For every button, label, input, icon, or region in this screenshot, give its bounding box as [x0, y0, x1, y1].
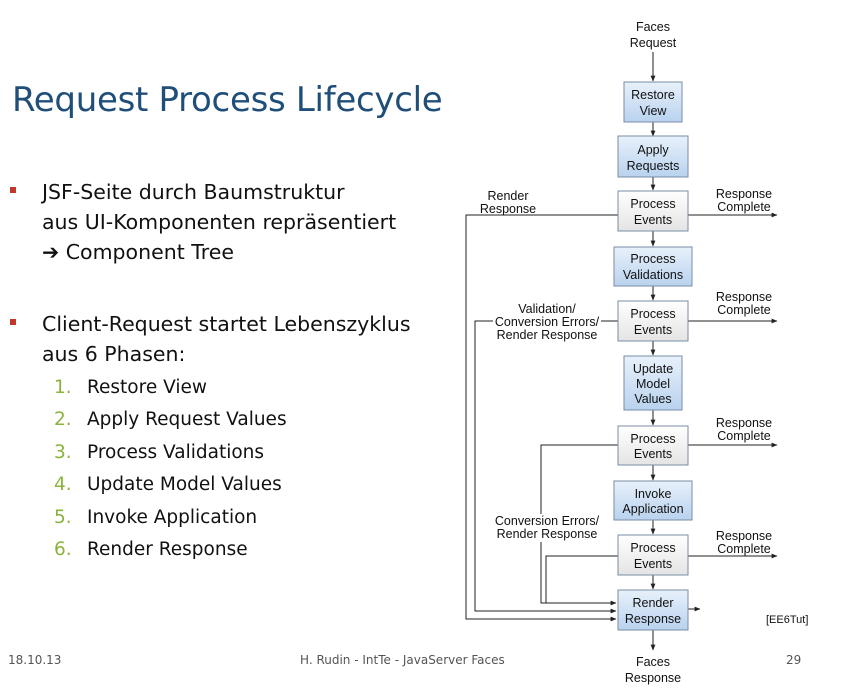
render-response-label: Render — [633, 596, 674, 610]
slide-title: Request Process Lifecycle — [12, 80, 443, 120]
invoke-application-label: Application — [622, 502, 683, 516]
response-complete-label: Complete — [717, 303, 771, 317]
render-response-box — [617, 589, 689, 631]
invoke-application-label: Invoke — [635, 487, 672, 501]
component-tree-text: Component Tree — [65, 240, 234, 264]
process-events-box — [617, 190, 689, 232]
restore-view-label: View — [640, 104, 668, 118]
apply-requests-box — [617, 135, 689, 178]
phase-label: Invoke Application — [87, 507, 258, 528]
process-events-label: Events — [634, 447, 672, 461]
conversion-errors-label: Conversion Errors/ — [495, 514, 600, 528]
render-response-label: Response — [625, 612, 681, 626]
arrow-right-icon: ➔ — [42, 240, 60, 264]
conversion-errors-label: Render Response — [497, 527, 598, 541]
validation-label-bg — [493, 302, 601, 342]
invoke-application-box — [613, 480, 693, 521]
validation-errors-label: Conversion Errors/ — [495, 315, 600, 329]
process-validations-label: Process — [630, 252, 675, 266]
phase-number: 2. — [54, 409, 72, 430]
response-complete-label: Complete — [717, 542, 771, 556]
faces-request-label: Faces — [636, 20, 670, 34]
citation: [EE6Tut] — [766, 614, 808, 626]
process-events-label: Events — [634, 323, 672, 337]
footer-page: 29 — [786, 653, 802, 667]
conversion-loop-2 — [545, 555, 618, 603]
conversion-label-bg — [493, 514, 601, 542]
footer-date: 18.10.13 — [8, 653, 62, 667]
process-events-label: Process — [630, 197, 675, 211]
response-complete-label: Complete — [717, 429, 771, 443]
render-response-loop-label: Render — [488, 189, 529, 203]
bullet2-line2: aus 6 Phasen: — [42, 342, 186, 366]
bullet2-line1: Client-Request startet Lebenszyklus — [42, 312, 411, 336]
faces-response-label: Faces — [636, 655, 670, 669]
bullet-marker — [10, 319, 16, 325]
process-events-label: Process — [630, 307, 675, 321]
response-complete-label: Response — [716, 290, 772, 304]
validation-errors-label: Render Response — [497, 328, 598, 342]
bullet1-line2: aus UI-Komponenten repräsentiert — [42, 210, 397, 234]
phase-number: 4. — [54, 474, 72, 495]
phase-label: Update Model Values — [87, 474, 282, 495]
faces-request-label: Request — [630, 36, 677, 50]
update-model-values-box — [623, 355, 683, 411]
process-events-box — [617, 534, 689, 576]
process-events-label: Process — [630, 541, 675, 555]
bullet-marker — [10, 187, 16, 193]
footer-center: H. Rudin - IntTe - JavaServer Faces — [300, 653, 505, 667]
phase-label: Apply Request Values — [87, 409, 287, 430]
update-model-values-label: Update — [633, 362, 673, 376]
phase-label: Render Response — [87, 539, 248, 560]
phase-number: 5. — [54, 507, 72, 528]
process-events-box — [617, 300, 689, 342]
phase-label: Restore View — [87, 377, 207, 398]
bullet1-line3: ➔ Component Tree — [42, 237, 396, 267]
bullet-text-1: JSF-Seite durch Baumstruktur aus UI-Komp… — [42, 177, 396, 267]
process-validations-box — [613, 246, 693, 287]
response-complete-label: Response — [716, 187, 772, 201]
update-model-values-label: Model — [636, 377, 670, 391]
restore-view-box — [623, 81, 683, 123]
render-response-loop — [465, 214, 618, 622]
bullet-text-2: Client-Request startet Lebenszyklus aus … — [42, 309, 411, 369]
bullet1-line1: JSF-Seite durch Baumstruktur — [42, 180, 345, 204]
render-response-loop-label: Response — [480, 202, 536, 216]
phase-number: 1. — [54, 377, 72, 398]
process-events-label: Events — [634, 213, 672, 227]
phase-number: 6. — [54, 539, 72, 560]
apply-requests-label: Apply — [637, 143, 669, 157]
process-events-box — [617, 425, 689, 466]
validation-errors-label: Validation/ — [518, 302, 576, 316]
process-validations-label: Validations — [623, 268, 683, 282]
process-events-label: Events — [634, 557, 672, 571]
response-complete-label: Response — [716, 529, 772, 543]
faces-response-label: Response — [625, 671, 681, 685]
apply-requests-label: Requests — [627, 159, 680, 173]
phase-label: Process Validations — [87, 442, 265, 463]
process-events-label: Process — [630, 432, 675, 446]
update-model-values-label: Values — [634, 392, 671, 406]
restore-view-label: Restore — [631, 88, 675, 102]
phase-number: 3. — [54, 442, 72, 463]
response-complete-label: Complete — [717, 200, 771, 214]
response-complete-label: Response — [716, 416, 772, 430]
